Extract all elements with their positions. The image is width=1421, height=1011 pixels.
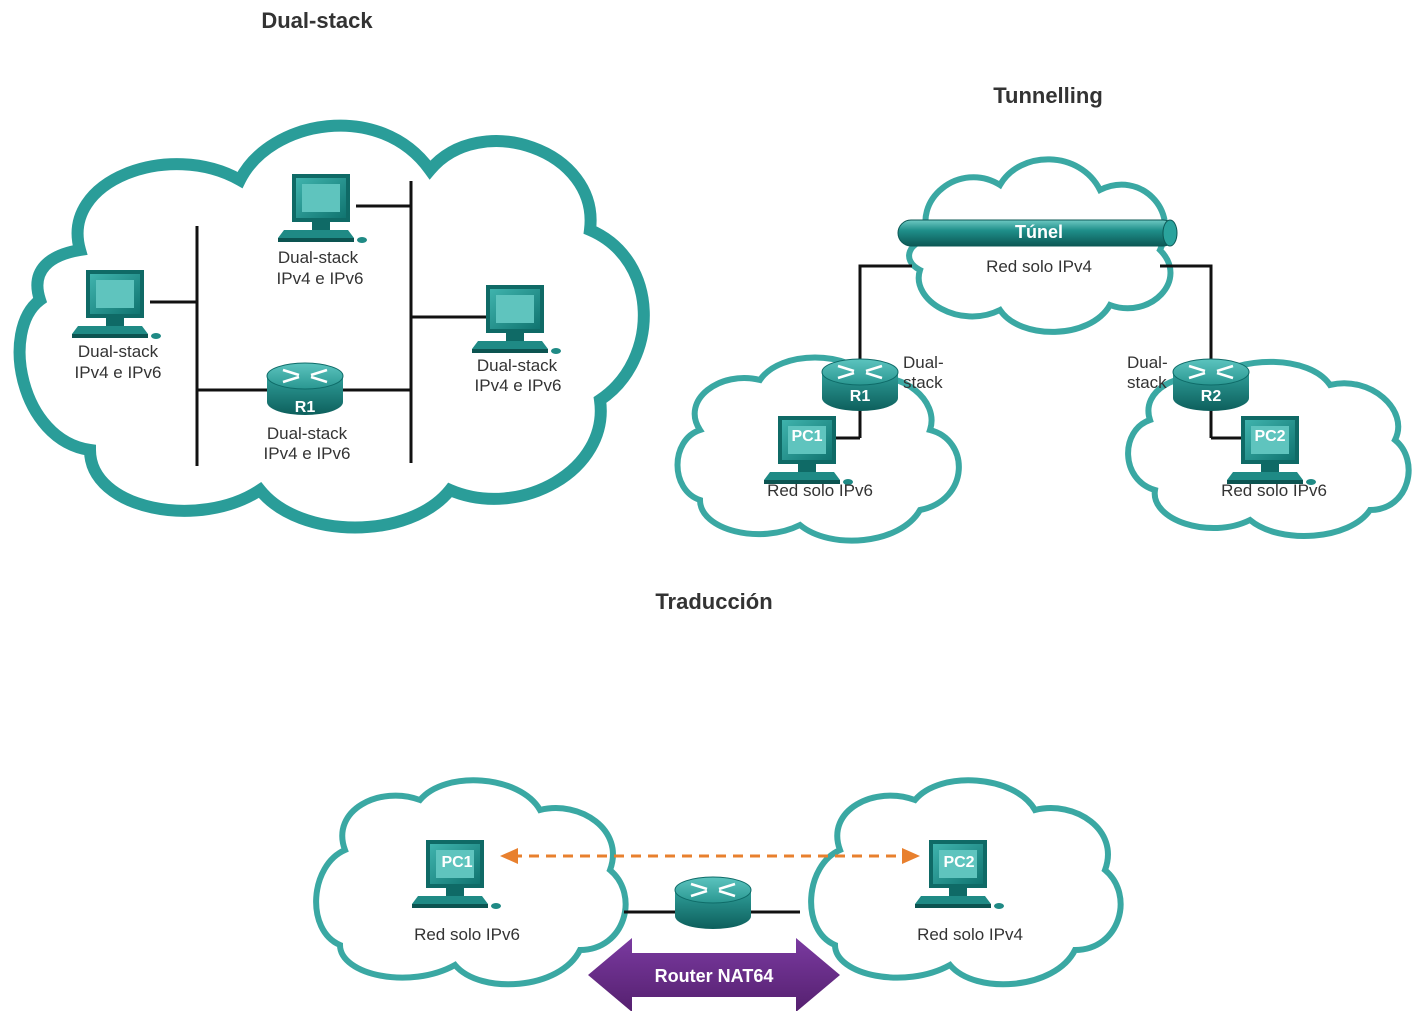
r1-label-2: stack: [903, 373, 943, 392]
tunnelling-wires: [836, 264, 1245, 440]
traduccion-pc1: PC1 Red solo IPv6: [412, 840, 520, 944]
tunnelling-title: Tunnelling: [993, 83, 1103, 108]
dual-stack-cloud: [13, 119, 650, 534]
pc-top-label-1: Dual-stack: [278, 248, 359, 267]
traduccion-router: [673, 875, 753, 931]
pc1-name: PC1: [791, 428, 822, 445]
router-icon: [673, 875, 753, 931]
tunnelling-router-r1: R1 Dual- stack: [820, 353, 944, 413]
dual-stack-pc-right: Dual-stack IPv4 e IPv6: [472, 285, 561, 395]
pc2-name: PC2: [1254, 428, 1285, 445]
pc-right-label-1: Dual-stack: [477, 356, 558, 375]
dual-stack-router-r1: R1 Dual-stack IPv4 e IPv6: [264, 361, 351, 463]
traduccion-pc2: PC2 Red solo IPv4: [915, 840, 1023, 944]
arrow-right-head: [902, 848, 920, 864]
pc1-cloud-label: Red solo IPv6: [767, 481, 873, 500]
nat64-double-arrow: Router NAT64: [588, 938, 840, 1011]
arrow-left-head: [500, 848, 518, 864]
pc-top-label-2: IPv4 e IPv6: [277, 269, 364, 288]
dual-stack-pc-left: Dual-stack IPv4 e IPv6: [72, 270, 161, 382]
r2-label-2: stack: [1127, 373, 1167, 392]
pc-left-label-1: Dual-stack: [78, 342, 159, 361]
r2-label-1: Dual-: [1127, 353, 1168, 372]
dual-stack-title: Dual-stack: [261, 8, 373, 33]
router-label-2: IPv4 e IPv6: [264, 444, 351, 463]
ipv4-cloud-label: Red solo IPv4: [986, 257, 1092, 276]
dual-stack-pc-top: Dual-stack IPv4 e IPv6: [277, 174, 367, 288]
router-r1-name: R1: [850, 388, 871, 405]
router-r2-name: R2: [1201, 388, 1222, 405]
tunnelling-pc1: PC1 Red solo IPv6: [764, 416, 873, 500]
pc2-cloud-label: Red solo IPv6: [1221, 481, 1327, 500]
translation-arrow: [500, 848, 920, 864]
router-label-1: Dual-stack: [267, 424, 348, 443]
pc2-name: PC2: [943, 854, 974, 871]
traduccion-title: Traducción: [655, 589, 772, 614]
tunnel-label: Túnel: [1015, 222, 1063, 242]
pc-right-label-2: IPv4 e IPv6: [475, 376, 562, 395]
tunnel-pipe: Túnel: [897, 219, 1178, 247]
tunnelling-router-r2: R2 Dual- stack: [1127, 353, 1251, 413]
nat64-label: Router NAT64: [655, 966, 774, 986]
router-name: R1: [295, 399, 316, 416]
pc-left-label-2: IPv4 e IPv6: [75, 363, 162, 382]
tunnelling-pc2: PC2 Red solo IPv6: [1221, 416, 1327, 500]
pc1-cloud-label: Red solo IPv6: [414, 925, 520, 944]
r1-label-1: Dual-: [903, 353, 944, 372]
pc1-name: PC1: [441, 854, 472, 871]
pc2-cloud-label: Red solo IPv4: [917, 925, 1023, 944]
